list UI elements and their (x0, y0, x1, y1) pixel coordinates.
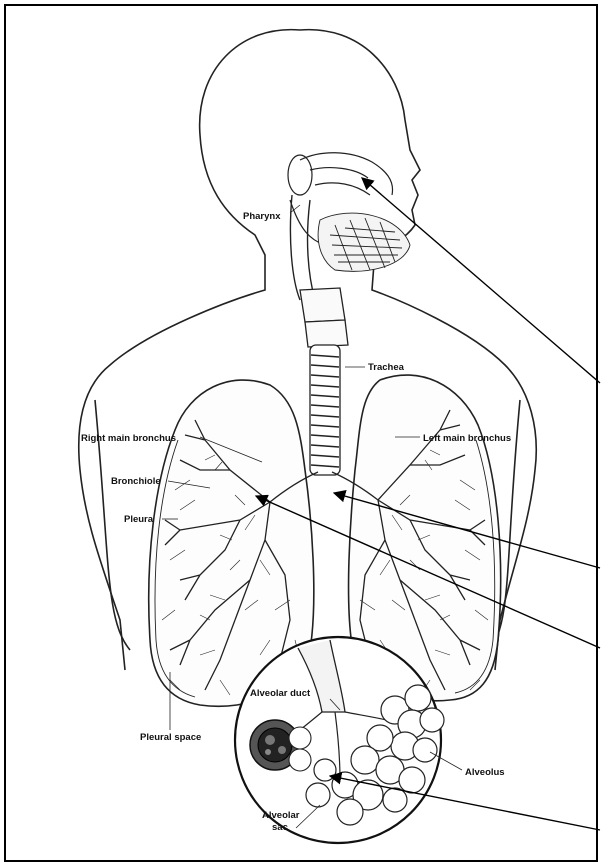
label-alveolar-duct: Alveolar duct (250, 688, 311, 699)
label-trachea: Trachea (368, 362, 405, 373)
cross-section-alveolus (250, 720, 311, 771)
label-pleura: Pleura (124, 514, 154, 525)
label-pharynx: Pharynx (243, 211, 281, 222)
label-alveolar-sac-line2: sac (272, 822, 288, 833)
arrow-pharynx (362, 178, 600, 383)
label-right-main-bronchus: Right main bronchus (81, 433, 176, 444)
label-alveolus: Alveolus (465, 767, 505, 778)
larynx (300, 288, 348, 347)
label-pleural-space: Pleural space (140, 732, 201, 743)
label-bronchiole: Bronchiole (111, 476, 161, 487)
tongue-mouth (318, 213, 410, 271)
label-alveolar-sac-line1: Alveolar (262, 810, 300, 821)
label-left-main-bronchus: Left main bronchus (423, 433, 511, 444)
